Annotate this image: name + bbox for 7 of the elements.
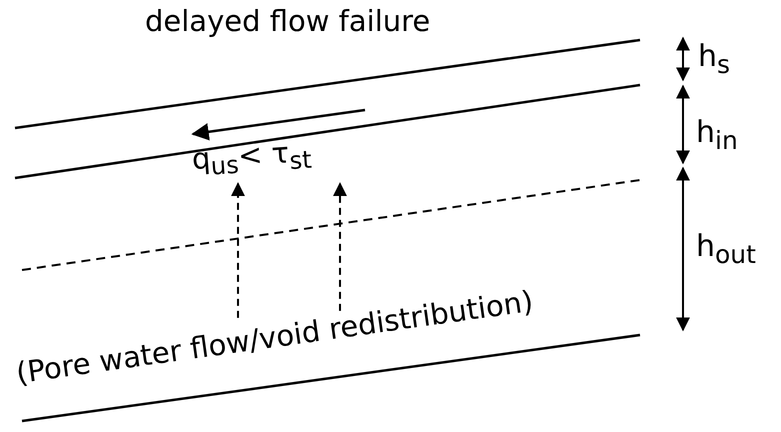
condition-label: q$_{us}$< τ$_{st}$ xyxy=(190,136,313,182)
dashed-arrow xyxy=(231,182,245,318)
dimension-label: h$_{in}$ xyxy=(696,118,738,153)
dimension-label: h$_{s}$ xyxy=(698,42,730,77)
dashed-arrow xyxy=(333,182,347,311)
diagram-title: delayed flow failure xyxy=(145,4,430,38)
dimension-label: h$_{out}$ xyxy=(696,232,756,267)
